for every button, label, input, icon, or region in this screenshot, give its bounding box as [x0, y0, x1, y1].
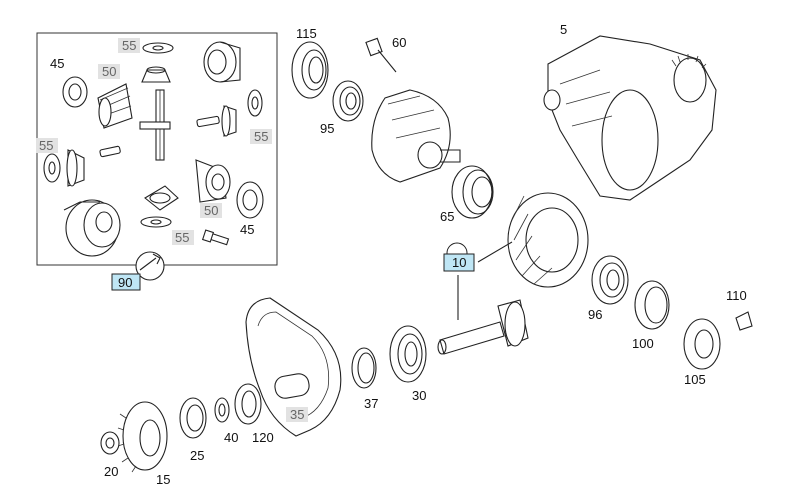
- label-120: 120: [252, 430, 274, 445]
- part-pinion-shaft[interactable]: [437, 299, 529, 355]
- label-bg-55c: [36, 138, 58, 153]
- label-bg-55b: [250, 129, 272, 144]
- part-bevel-gear-inset-left[interactable]: [66, 149, 85, 187]
- leader-10: [457, 241, 513, 320]
- part-15-gear[interactable]: [117, 401, 168, 473]
- part-pin-small[interactable]: [99, 145, 121, 158]
- part-50-bevel-gear-top[interactable]: [97, 83, 133, 129]
- label-115: 115: [296, 26, 317, 41]
- label-35: 35: [290, 407, 304, 422]
- label-15: 15: [156, 472, 170, 487]
- label-55c: 55: [39, 138, 53, 153]
- part-pinion-housing[interactable]: [371, 89, 461, 183]
- part-bevel-gear-inset-right[interactable]: [221, 105, 237, 137]
- part-bearing-cup-inset[interactable]: [203, 41, 241, 83]
- part-50-bevel-gear-right[interactable]: [195, 159, 231, 203]
- part-30-bearing[interactable]: [389, 325, 427, 383]
- part-cross-shaft[interactable]: [139, 89, 171, 161]
- label-bg-35: [286, 407, 308, 422]
- part-55-washer-top[interactable]: [142, 42, 174, 54]
- part-65-race[interactable]: [451, 165, 494, 219]
- label-25: 25: [190, 448, 204, 463]
- label-110: 110: [726, 288, 747, 303]
- label-5: 5: [560, 22, 567, 37]
- label-bg-50b: [200, 203, 222, 218]
- label-55a: 55: [122, 38, 136, 53]
- part-pin[interactable]: [196, 115, 220, 128]
- label-37: 37: [364, 396, 378, 411]
- wrench-icon[interactable]: [135, 251, 165, 281]
- part-5-assembly[interactable]: [543, 35, 717, 201]
- label-95: 95: [320, 121, 334, 136]
- label-55d: 55: [175, 230, 189, 245]
- part-55-washer-bottom[interactable]: [140, 216, 172, 228]
- label-30: 30: [412, 388, 426, 403]
- part-110-lock[interactable]: [735, 311, 753, 331]
- label-bg-10: [443, 253, 475, 272]
- part-45-washer-lower[interactable]: [236, 181, 264, 219]
- part-45-washer[interactable]: [62, 76, 88, 108]
- label-90[interactable]: 90: [118, 275, 132, 290]
- label-20: 20: [104, 464, 118, 479]
- part-35-cover[interactable]: [245, 297, 342, 437]
- part-differential-housing[interactable]: [63, 199, 121, 257]
- part-100-race[interactable]: [634, 280, 670, 330]
- label-bg-55d: [172, 230, 194, 245]
- label-105: 105: [684, 372, 706, 387]
- label-50a: 50: [102, 64, 116, 79]
- label-55b: 55: [254, 129, 268, 144]
- label-bg-50a: [98, 64, 120, 79]
- part-105-nut[interactable]: [683, 318, 721, 370]
- part-96-bearing[interactable]: [591, 255, 629, 305]
- label-bg-55a: [118, 38, 140, 53]
- part-20-nut[interactable]: [100, 431, 120, 455]
- label-96: 96: [588, 307, 602, 322]
- label-50b: 50: [204, 203, 218, 218]
- label-10[interactable]: 10: [452, 255, 466, 270]
- part-55-washer-left[interactable]: [43, 153, 61, 183]
- part-40-ring[interactable]: [214, 397, 230, 423]
- label-bg-90: [111, 273, 141, 291]
- label-40: 40: [224, 430, 238, 445]
- part-bolt-inset[interactable]: [201, 229, 230, 246]
- label-65: 65: [440, 209, 454, 224]
- part-55-washer-right[interactable]: [247, 89, 263, 117]
- part-60-bolt[interactable]: [365, 37, 397, 73]
- part-95-bearing[interactable]: [332, 80, 364, 122]
- part-50-small-gear[interactable]: [141, 66, 171, 83]
- label-45a: 45: [50, 56, 64, 71]
- label-100: 100: [632, 336, 654, 351]
- label-45b: 45: [240, 222, 254, 237]
- part-10-ring-gear[interactable]: [507, 192, 589, 288]
- label-60: 60: [392, 35, 406, 50]
- part-120-ring[interactable]: [234, 383, 262, 425]
- part-115-bearing[interactable]: [291, 41, 329, 99]
- part-37-spacer[interactable]: [351, 347, 377, 389]
- part-25-bearing[interactable]: [179, 397, 207, 439]
- part-spider-gear[interactable]: [144, 185, 179, 211]
